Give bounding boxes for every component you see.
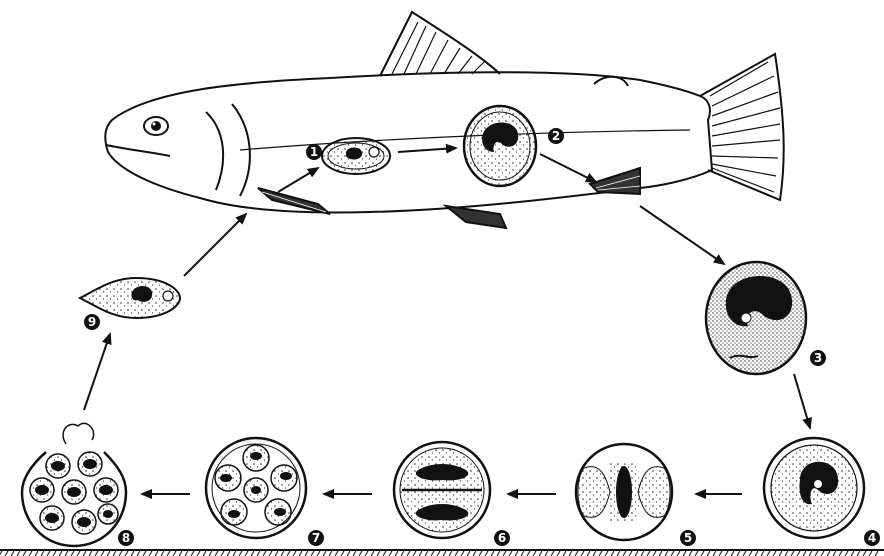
stage-number-8: 8 [118,530,134,546]
caudal-fin [700,54,784,200]
arrow-fish-to-3 [640,206,724,264]
arrow-8-to-9 [84,334,110,410]
svg-text:2: 2 [552,129,560,143]
stage-number-9: 9 [84,314,100,330]
stage-5-division [576,444,672,540]
stage-9-theront [80,278,180,318]
arrow-2-to-fin [540,154,596,182]
stage-7-tomites-forming [206,438,306,538]
stage-number-3: 3 [810,350,826,366]
stage-3-tomont [706,262,806,374]
svg-text:7: 7 [312,531,320,545]
svg-text:1: 1 [310,145,318,159]
arrow-3-to-4 [794,374,810,428]
svg-text:9: 9 [88,315,96,329]
stage-1-trophont [322,138,390,174]
arrow-9-to-1 [278,168,318,192]
svg-text:3: 3 [814,351,822,365]
stage-6-two-daughters [394,442,490,538]
stage-number-7: 7 [308,530,324,546]
pelvic-fin [446,206,506,228]
svg-text:5: 5 [684,531,692,545]
stage-number-4: 4 [864,530,880,546]
svg-text:4: 4 [868,531,876,545]
svg-text:8: 8 [122,531,130,545]
arrow-9-to-fish [184,214,246,276]
stage-2-mature-trophont [464,106,536,186]
fish-host-illustration [105,12,783,228]
substrate-ground-line [0,550,884,556]
stage-4-cyst [764,438,864,538]
stage-8-tomites-release [22,423,126,546]
stage-number-6: 6 [494,530,510,546]
fish-eye [144,117,168,135]
stage-number-5: 5 [680,530,696,546]
arrow-1-to-2 [398,148,456,152]
stage-number-1: 1 [306,144,322,160]
anal-fin [590,168,640,194]
dorsal-fin [380,12,500,76]
svg-text:6: 6 [498,531,506,545]
stage-number-2: 2 [548,128,564,144]
